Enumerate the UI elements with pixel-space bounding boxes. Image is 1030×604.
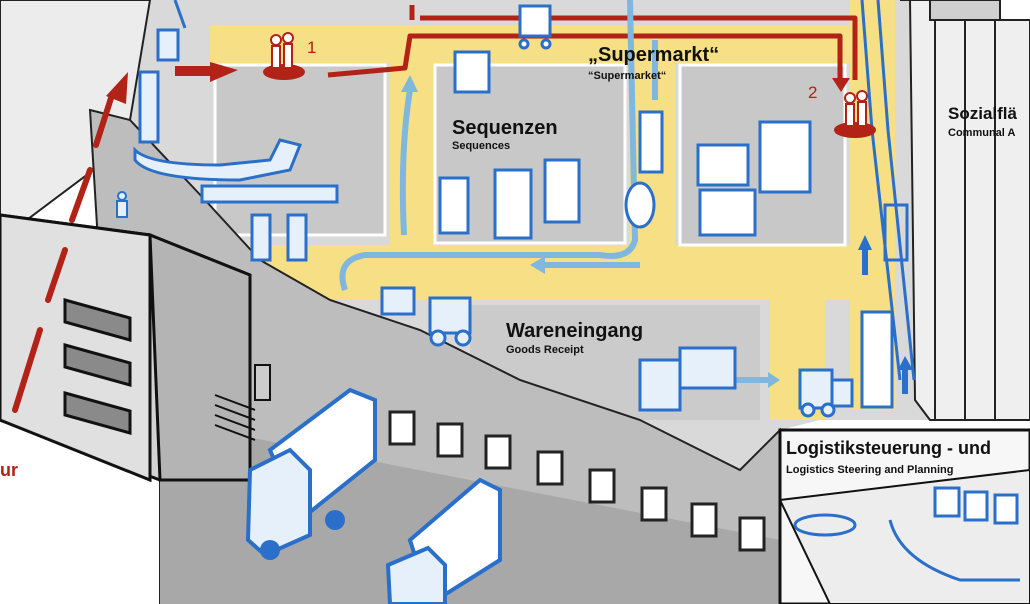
top-trolley [518, 4, 552, 50]
lift-unit [860, 310, 894, 409]
block-windows [63, 298, 132, 435]
worker-group-2 [834, 90, 876, 138]
supermarket-subtitle: “Supermarket“ [588, 70, 667, 82]
control-monitors [933, 486, 1019, 525]
tugger-train [638, 346, 737, 412]
blue-flow [339, 0, 775, 383]
dashed-entry-arrow [12, 92, 115, 413]
communal-subtitle: Communal A [948, 127, 1016, 139]
edge-text-fragment: ur [0, 460, 18, 480]
truck-2 [385, 477, 502, 604]
front-windows [388, 410, 766, 552]
step-number-1: 1 [307, 38, 317, 57]
arrow-into-start [210, 62, 238, 82]
forklift-right [798, 368, 854, 418]
sequenzen-title: Sequenzen [452, 117, 558, 139]
wareneingang-title: Wareneingang [506, 320, 644, 342]
entry-stairs [214, 394, 256, 441]
forklift-receiving [380, 286, 472, 347]
sozial-title: Sozialflä [948, 104, 1017, 123]
receiving-zone [470, 305, 760, 420]
goods-receipt-subtitle: Goods Receipt [506, 344, 584, 356]
step-number-2: 2 [808, 83, 818, 102]
red-route [327, 5, 858, 80]
worker-group-1 [263, 32, 305, 80]
sequence-racks [438, 50, 812, 240]
yellow-aisles [210, 0, 895, 420]
left-conveyors [133, 28, 339, 262]
walking-person [116, 191, 128, 218]
logistics-subtitle: Logistics Steering and Planning [786, 464, 954, 476]
logistik-title: Logistiksteuerung - und [786, 438, 991, 458]
truck-1 [245, 387, 377, 560]
supermarkt-title: „Supermarkt“ [588, 44, 720, 66]
sequences-subtitle: Sequences [452, 140, 511, 152]
